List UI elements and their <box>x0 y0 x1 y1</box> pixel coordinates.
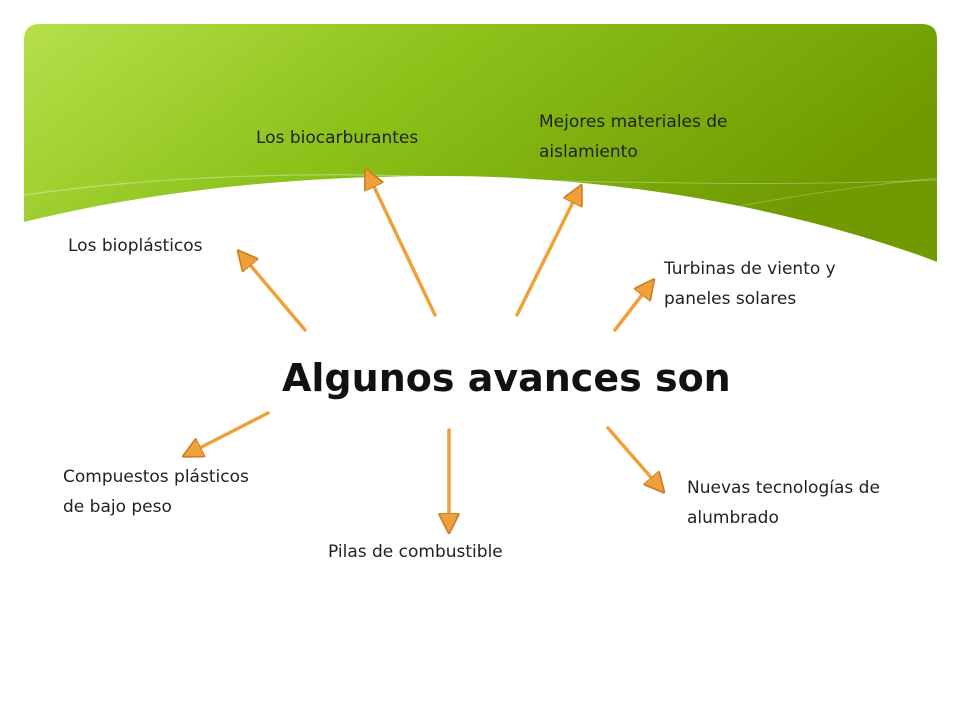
label-turbinas: Turbinas de viento y paneles solares <box>664 254 836 314</box>
arrow-to-alumbrado <box>606 426 662 490</box>
label-line: Los bioplásticos <box>68 236 203 256</box>
label-line: aislamiento <box>539 142 638 162</box>
label-materiales: Mejores materiales de aislamiento <box>539 107 728 167</box>
arrow-to-turbinas <box>613 282 652 332</box>
arrow-to-biocarburantes <box>367 172 437 317</box>
label-line: Compuestos plásticos <box>63 467 249 487</box>
diagram-title: Algunos avances son <box>282 356 731 400</box>
label-compuestos: Compuestos plásticos de bajo peso <box>63 462 249 522</box>
label-alumbrado: Nuevas tecnologías de alumbrado <box>687 473 880 533</box>
label-line: Pilas de combustible <box>328 542 503 562</box>
label-line: Nuevas tecnologías de <box>687 478 880 498</box>
label-line: alumbrado <box>687 508 779 528</box>
label-line: de bajo peso <box>63 497 172 517</box>
label-line: paneles solares <box>664 289 797 309</box>
label-pilas: Pilas de combustible <box>328 537 503 567</box>
arrow-to-bioplasticos <box>240 253 307 332</box>
arrow-to-materiales <box>515 188 580 317</box>
label-line: Mejores materiales de <box>539 112 728 132</box>
arrow-to-compuestos <box>186 411 270 455</box>
label-line: Turbinas de viento y <box>664 259 836 279</box>
label-line: Los biocarburantes <box>256 128 419 148</box>
green-header-background <box>23 24 938 263</box>
label-bioplasticos: Los bioplásticos <box>68 231 203 261</box>
label-biocarburantes: Los biocarburantes <box>256 123 418 153</box>
